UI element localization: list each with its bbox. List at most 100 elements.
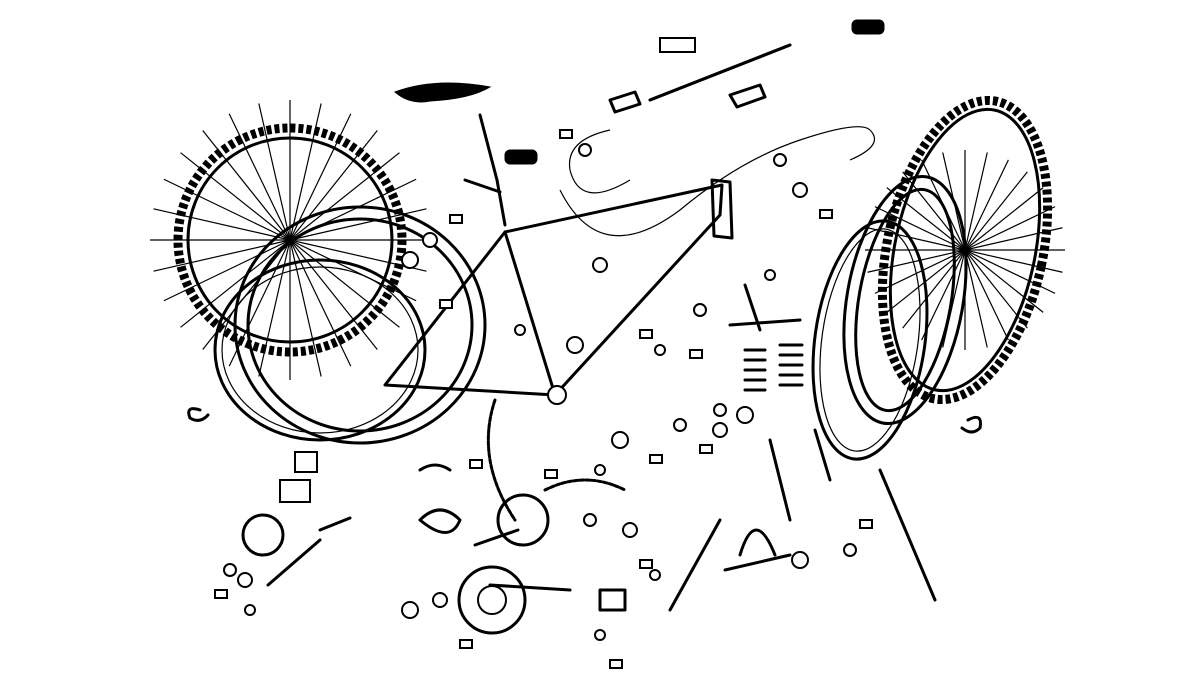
spoke — [902, 171, 966, 251]
small-part — [432, 592, 448, 608]
fork-spring-right — [778, 343, 804, 387]
rear-rim — [213, 258, 427, 442]
rear-tire — [233, 205, 487, 445]
front-derailleur — [418, 463, 452, 472]
rear-wheel — [150, 100, 430, 380]
grip-right — [851, 19, 885, 35]
small-part — [594, 629, 606, 641]
spoke — [289, 130, 378, 241]
small-part — [699, 444, 713, 454]
spoke — [289, 103, 322, 241]
spoke — [228, 239, 291, 367]
small-part — [578, 143, 592, 157]
spoke — [202, 130, 291, 241]
spoke — [964, 159, 1009, 251]
small-part — [401, 601, 419, 619]
small-part — [559, 129, 573, 139]
quick-release — [266, 516, 352, 587]
front-brake — [723, 528, 792, 572]
small-part — [622, 522, 638, 538]
small-part — [649, 454, 663, 464]
spoke — [228, 113, 291, 241]
small-part — [773, 153, 787, 167]
front-rim — [811, 219, 929, 461]
spoke — [180, 239, 291, 328]
small-part — [791, 551, 809, 569]
rear-derailleur — [418, 508, 462, 534]
spoke — [874, 249, 966, 294]
spoke — [867, 249, 966, 273]
fork-leg-right — [878, 468, 937, 602]
small-part — [223, 563, 237, 577]
small-part — [237, 572, 253, 588]
spoke — [964, 206, 1056, 251]
frame — [383, 178, 734, 405]
spoke — [964, 249, 1056, 294]
small-part — [422, 232, 438, 248]
small-part — [514, 324, 526, 336]
spoke — [289, 239, 378, 350]
small-part — [689, 349, 703, 359]
rear-spokes — [150, 100, 430, 380]
spoke — [289, 152, 400, 241]
small-part — [673, 418, 687, 432]
small-part — [764, 269, 776, 281]
fork-crown — [728, 283, 802, 332]
spoke — [964, 249, 1009, 341]
brake-cable — [559, 126, 875, 237]
seatpost — [478, 113, 507, 227]
spoke — [163, 239, 291, 302]
spoke — [258, 103, 291, 241]
spoke — [964, 187, 1044, 251]
saddle — [394, 82, 492, 103]
small-part — [566, 336, 584, 354]
spoke — [180, 152, 291, 241]
small-part — [583, 513, 597, 527]
small-part — [649, 569, 661, 581]
seat-clamp — [463, 178, 502, 194]
small-parts — [214, 129, 873, 669]
pedal — [598, 588, 627, 612]
hub-shell — [294, 451, 318, 473]
fork-stanchions — [768, 428, 832, 522]
spoke — [964, 227, 1063, 251]
spoke — [163, 178, 291, 241]
small-part — [401, 251, 419, 269]
small-part — [449, 214, 463, 224]
fork-spring-left — [743, 348, 767, 392]
spoke — [153, 208, 291, 241]
crank-arms — [473, 528, 572, 592]
small-part — [439, 299, 453, 309]
small-part — [713, 403, 727, 417]
brake-lever-left — [608, 90, 642, 114]
small-part — [469, 459, 483, 469]
small-part — [244, 604, 256, 616]
small-part — [792, 182, 808, 198]
spoke — [289, 239, 417, 302]
spoke — [964, 249, 1028, 329]
small-part — [736, 406, 754, 424]
shifter-cable — [568, 129, 631, 194]
rear-hub — [279, 479, 311, 503]
cassette — [241, 513, 285, 557]
small-part — [712, 422, 728, 438]
spoke — [964, 171, 1028, 251]
small-part — [654, 344, 666, 356]
small-part — [459, 639, 473, 649]
chainring — [457, 565, 527, 635]
small-part — [611, 431, 629, 449]
spoke — [964, 249, 988, 348]
spoke — [289, 113, 352, 241]
rim-tape-coil — [187, 407, 210, 422]
spoke — [289, 239, 400, 328]
small-part — [594, 464, 606, 476]
small-part — [819, 209, 833, 219]
front-tire — [842, 174, 968, 426]
fork-leg-left — [668, 518, 722, 612]
brake-lever-right — [728, 83, 767, 109]
spoke — [964, 249, 1044, 313]
spoke — [921, 249, 966, 341]
small-part — [609, 659, 623, 669]
